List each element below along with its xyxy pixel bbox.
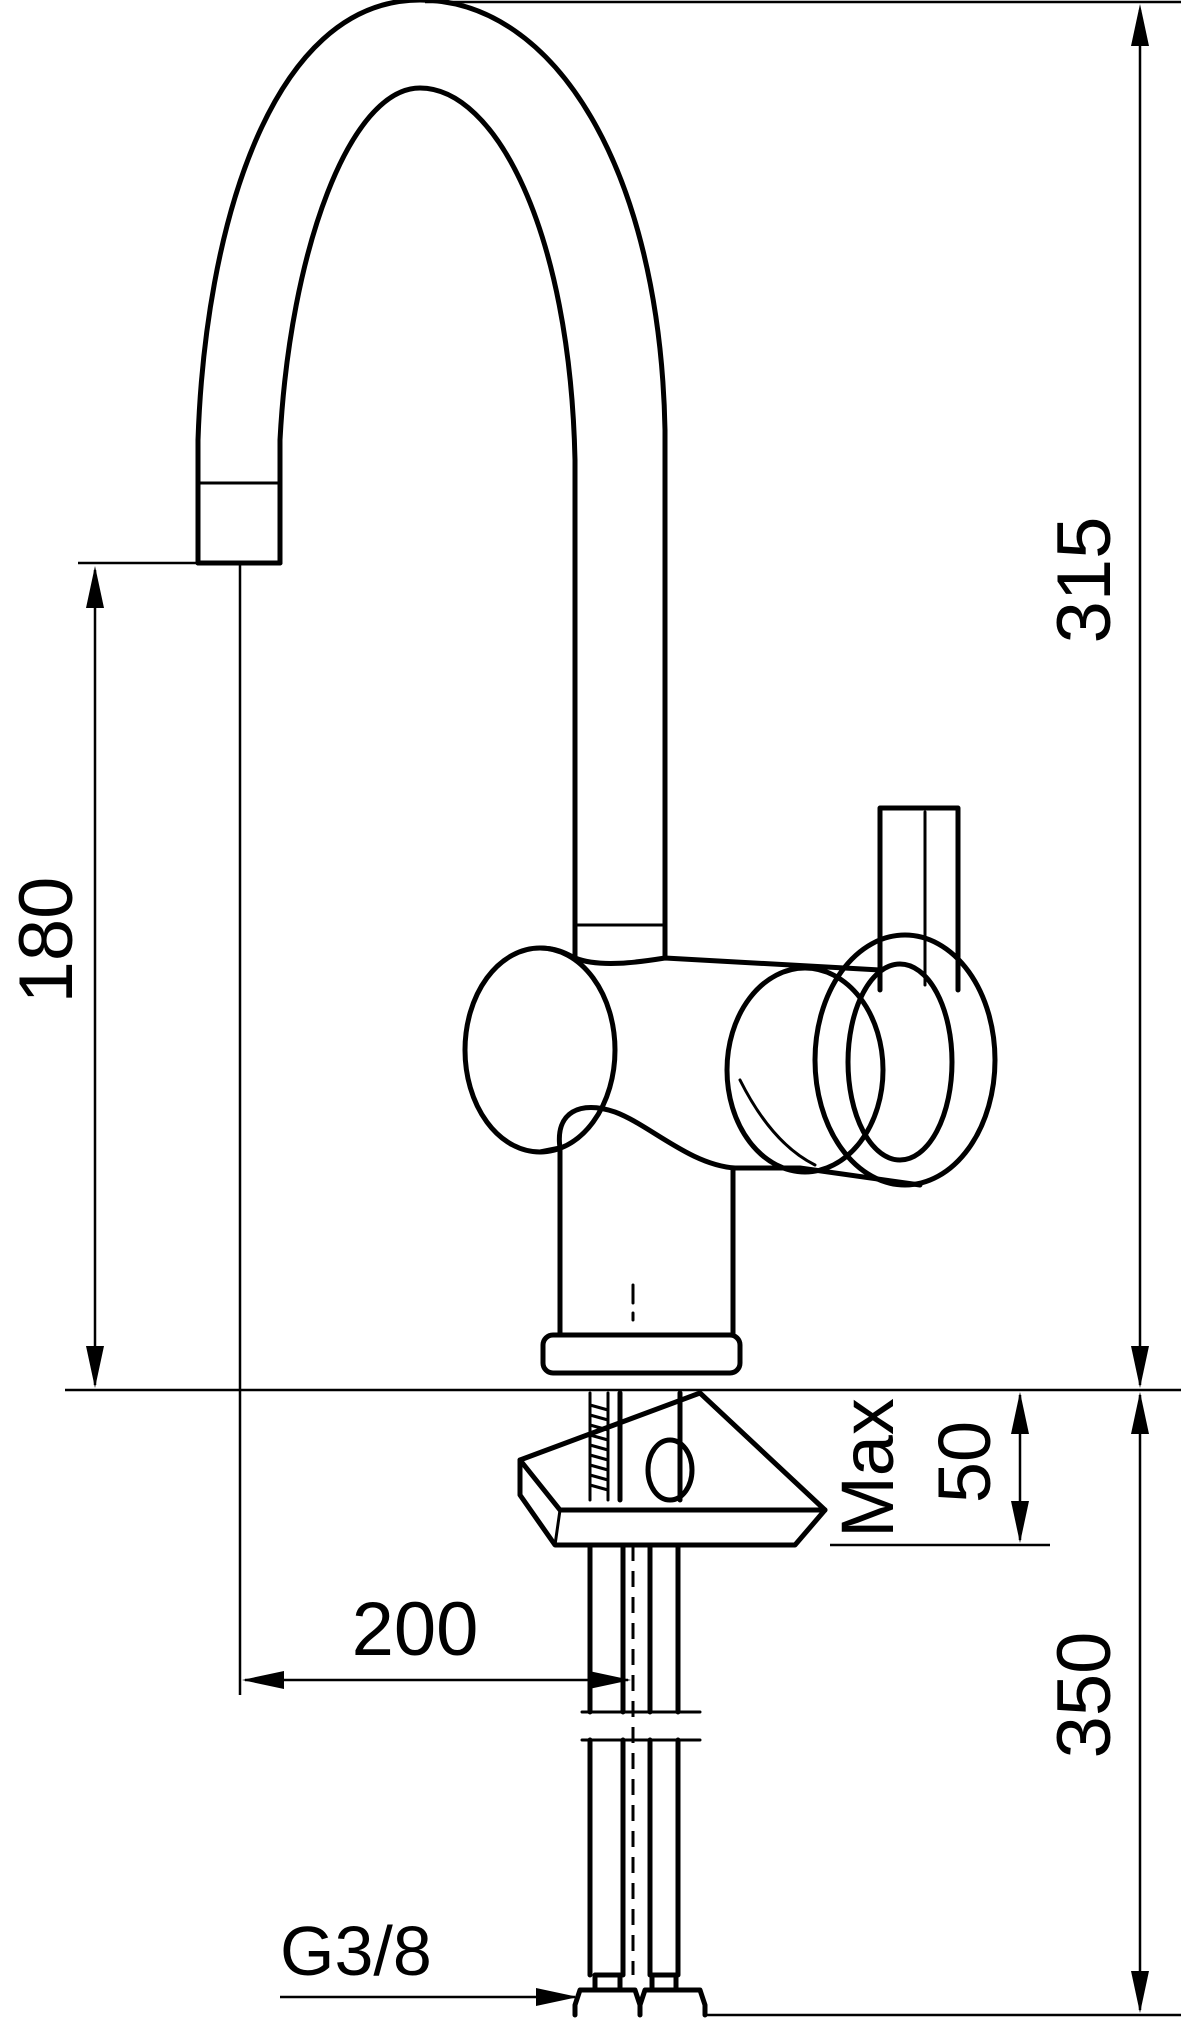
- fitting-left: [572, 1972, 643, 2018]
- spout: [195, 0, 668, 961]
- fitting-right: [637, 1972, 708, 2018]
- faucet-body: [462, 805, 998, 1376]
- dim-350-label: 350: [1042, 1632, 1127, 1759]
- dimension-315: 315: [425, 0, 1181, 1388]
- dim-315-label: 315: [1042, 517, 1127, 644]
- mounting-bracket-plate: [517, 1457, 828, 1548]
- fixing-shank: [617, 1390, 683, 1503]
- dim-200-label: 200: [352, 1587, 479, 1672]
- supply-hose-right-lower: [647, 1737, 681, 1978]
- lever-handle: [877, 805, 961, 993]
- dimension-350: 350: [705, 1392, 1181, 2017]
- bracket-edge: [553, 1508, 562, 1547]
- hose-break-marks: [580, 1710, 702, 1742]
- dim-200-arrow-left: [242, 1671, 284, 1689]
- dim-350-arrow-top: [1131, 1392, 1149, 1434]
- dim-350-arrow-bottom: [1131, 1971, 1149, 2013]
- g38-label: G3/8: [280, 1912, 432, 1990]
- mounting-hardware: [517, 1390, 828, 2018]
- threaded-rod: [588, 1391, 610, 1502]
- body-top-edge: [537, 945, 883, 973]
- dim-180-label: 180: [4, 877, 89, 1004]
- supply-hose-right: [647, 1542, 681, 1715]
- dim-180-arrow-bottom: [86, 1346, 104, 1388]
- shank-nut: [645, 1437, 695, 1503]
- body-left-cap: [462, 945, 618, 1155]
- handle-end-cap-inner: [845, 961, 955, 1163]
- base-column: [557, 1145, 736, 1338]
- spout-outer-outline: [195, 0, 668, 961]
- dim-50-arrow-bottom: [1011, 1501, 1029, 1543]
- dimension-180: 180: [4, 561, 280, 1388]
- body-cylinder-shade: [738, 1078, 817, 1167]
- handle-end-cap: [812, 932, 998, 1188]
- dim-200-arrow-right: [589, 1671, 631, 1689]
- mounting-bracket-top: [517, 1390, 828, 1513]
- dimension-max-50: Max 50: [826, 1392, 1050, 1547]
- dim-50-arrow-top: [1011, 1392, 1029, 1434]
- dimension-200: 200: [238, 563, 631, 1695]
- dim-180-arrow-top: [86, 566, 104, 608]
- dim-315-arrow-bottom: [1131, 1346, 1149, 1388]
- g38-arrow: [536, 1988, 578, 2006]
- connection-callout: G3/8: [280, 1912, 578, 2006]
- spout-inner-outline: [277, 85, 578, 961]
- body-bottom-edge: [537, 1105, 923, 1188]
- dim-315-arrow-top: [1131, 4, 1149, 46]
- supply-hose-left-lower: [587, 1737, 626, 1978]
- dim-50-label: 50: [923, 1421, 1006, 1503]
- base-collar: [540, 1332, 743, 1376]
- body-front-cylinder: [724, 965, 886, 1175]
- dim-max-label: Max: [826, 1398, 909, 1538]
